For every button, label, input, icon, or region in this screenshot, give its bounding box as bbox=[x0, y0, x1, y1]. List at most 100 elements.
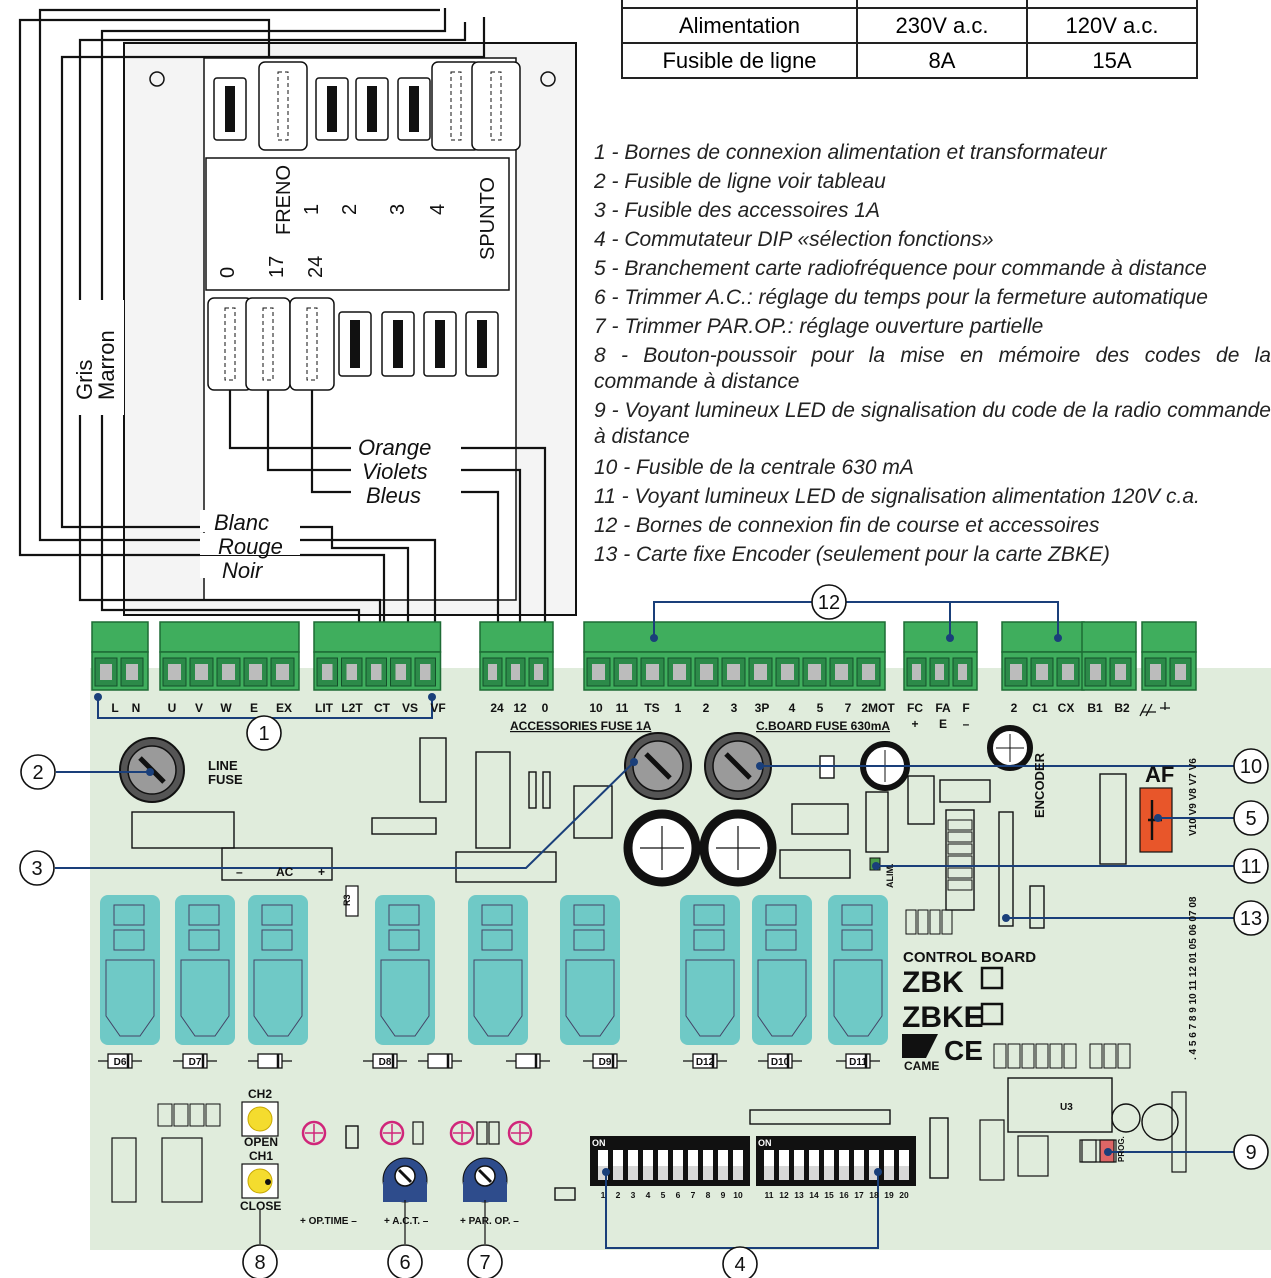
terminal-label: 2 bbox=[1011, 701, 1018, 715]
transformer-terminal-label: 3 bbox=[387, 204, 409, 215]
component bbox=[1099, 773, 1127, 865]
dip-number: 20 bbox=[899, 1190, 909, 1200]
leader-line bbox=[55, 761, 635, 869]
legend-item: 13 - Carte fixe Encoder (seulement pour … bbox=[594, 543, 1110, 566]
legend-item: 8 - Bouton-poussoir pour la mise en mémo… bbox=[594, 344, 1271, 393]
terminal-label: N bbox=[132, 701, 141, 715]
transformer-terminal-label: 17 bbox=[266, 256, 288, 278]
component bbox=[941, 909, 953, 935]
component bbox=[173, 1103, 189, 1127]
table-row-label: Fusible de ligne bbox=[621, 42, 858, 79]
transformer-terminal-label: 4 bbox=[427, 204, 449, 215]
wire-label-orange: Orange bbox=[358, 435, 431, 460]
relay-detail bbox=[388, 904, 420, 926]
relay-detail bbox=[565, 959, 615, 1037]
terminal-block-top bbox=[1141, 621, 1197, 653]
terminal-sign: + bbox=[911, 717, 918, 731]
callout-number: 10 bbox=[1240, 756, 1262, 778]
component bbox=[1007, 1043, 1021, 1069]
terminal-label: F bbox=[962, 701, 969, 715]
leader-dot bbox=[602, 1168, 610, 1176]
fuse-slot bbox=[258, 61, 308, 151]
component bbox=[1089, 1043, 1103, 1069]
terminal-slot-bar bbox=[367, 86, 377, 132]
leader-dot bbox=[1054, 634, 1062, 642]
relay-detail bbox=[253, 959, 303, 1037]
dip-number: 5 bbox=[661, 1190, 666, 1200]
leader-dot bbox=[428, 693, 436, 701]
component bbox=[371, 817, 437, 835]
dip-switch bbox=[628, 1150, 638, 1180]
diode bbox=[767, 1053, 793, 1069]
relay-detail bbox=[113, 904, 145, 926]
wire-label-gap bbox=[351, 435, 461, 457]
terminal-screw-head bbox=[1150, 664, 1161, 680]
terminal-label: E bbox=[250, 701, 258, 715]
callout-number: 1 bbox=[258, 723, 269, 745]
dip-switch bbox=[613, 1150, 623, 1180]
terminal-label: B2 bbox=[1114, 701, 1130, 715]
dip-switch bbox=[643, 1150, 653, 1180]
ch1-label: CH1 bbox=[249, 1149, 273, 1163]
proc-label: PROG. bbox=[1117, 1136, 1126, 1162]
wire-harness bbox=[18, 8, 547, 655]
wire bbox=[38, 8, 440, 655]
dip-switch-lever bbox=[824, 1166, 834, 1180]
diode-label: D8 bbox=[379, 1057, 392, 1068]
relay-detail bbox=[573, 904, 605, 926]
dip-number: 19 bbox=[884, 1190, 894, 1200]
transformer bbox=[123, 42, 577, 616]
terminal-label: 0 bbox=[542, 701, 549, 715]
dip-number: 11 bbox=[765, 1190, 774, 1200]
af-label: AF bbox=[1145, 762, 1174, 787]
dip-switch-lever bbox=[613, 1166, 623, 1180]
dip-switch bbox=[733, 1150, 743, 1180]
zbke-label: ZBKE bbox=[902, 1001, 984, 1034]
ch1-button bbox=[247, 1168, 273, 1194]
dip-number: 18 bbox=[869, 1190, 879, 1200]
component bbox=[111, 1137, 137, 1203]
terminal-label: LIT bbox=[315, 701, 334, 715]
relay bbox=[680, 895, 740, 1045]
wire-label-gap bbox=[200, 533, 300, 555]
test-point bbox=[507, 1120, 533, 1146]
callout-number: 3 bbox=[31, 858, 42, 880]
leader-line bbox=[653, 601, 1059, 638]
terminal-label: W bbox=[220, 701, 232, 715]
terminal-blocks bbox=[91, 621, 1197, 717]
terminal-label: U bbox=[168, 701, 177, 715]
test-point bbox=[379, 1120, 405, 1146]
component bbox=[345, 1125, 359, 1149]
component bbox=[189, 1103, 205, 1127]
relay-detail bbox=[380, 959, 430, 1037]
relay bbox=[248, 895, 308, 1045]
terminal-screw-head bbox=[935, 664, 944, 680]
terminal-screw-head bbox=[781, 664, 794, 680]
terminal-screw-head bbox=[1010, 664, 1022, 680]
legend-item: 10 - Fusible de la centrale 630 mA bbox=[594, 456, 914, 479]
zbk-label: ZBK bbox=[902, 966, 964, 999]
terminal-label: 3 bbox=[731, 701, 738, 715]
diode bbox=[182, 1053, 208, 1069]
component bbox=[412, 1121, 424, 1145]
terminal-block-top bbox=[313, 621, 442, 653]
relay-detail bbox=[188, 929, 220, 951]
open-label: OPEN bbox=[244, 1135, 278, 1149]
table-cell: 230V a.c. bbox=[856, 7, 1028, 44]
relay-detail bbox=[481, 904, 513, 926]
legend-item: 2 - Fusible de ligne voir tableau bbox=[594, 170, 886, 193]
component bbox=[865, 791, 889, 853]
diode bbox=[845, 1053, 871, 1069]
transformer-terminal-label: 0 bbox=[217, 267, 239, 278]
dip-number: 7 bbox=[691, 1190, 696, 1200]
relay bbox=[468, 895, 528, 1045]
terminal-label: 2 bbox=[703, 701, 710, 715]
wire-label-gris: Gris bbox=[72, 360, 97, 400]
terminal-label: L bbox=[111, 701, 118, 715]
component bbox=[1081, 1139, 1097, 1163]
callout-number: 12 bbox=[818, 592, 840, 614]
leader-dot bbox=[756, 762, 764, 770]
transformer-terminal-label: FRENO bbox=[273, 165, 295, 235]
terminal-screw-head bbox=[912, 664, 921, 680]
u3-label: U3 bbox=[1060, 1102, 1073, 1113]
